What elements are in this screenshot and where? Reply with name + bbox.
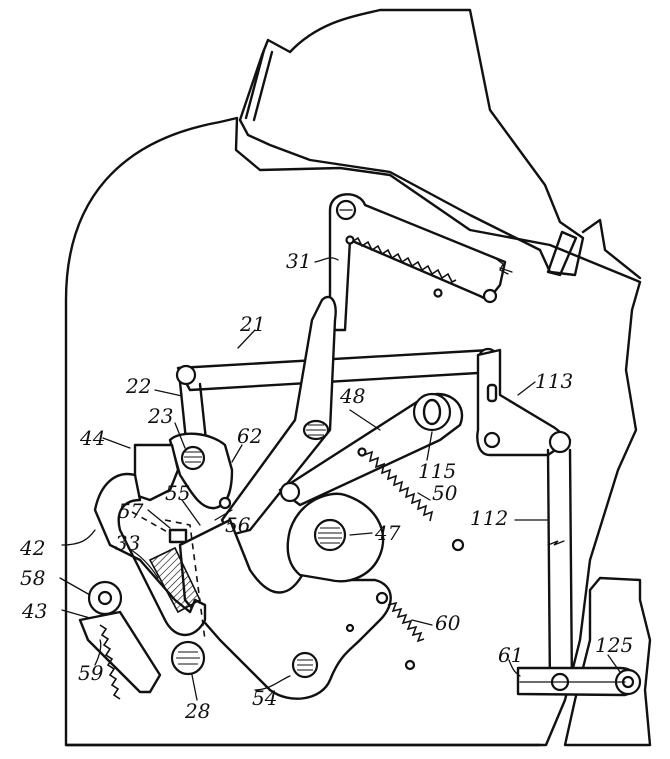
long-lever — [220, 295, 337, 537]
spring-anchor-31b — [433, 288, 443, 298]
lever-22 — [178, 380, 208, 442]
label-58: 58 — [20, 566, 45, 590]
spring-60 — [387, 601, 425, 643]
link-112 — [546, 448, 574, 692]
bracket-125 — [563, 576, 652, 747]
reference-labels: 21 31 22 23 62 44 55 57 56 42 33 58 43 5… — [19, 249, 633, 723]
dashed-outline-55 — [164, 519, 206, 641]
frame-plate — [64, 116, 642, 747]
label-54: 54 — [252, 686, 277, 710]
label-44: 44 — [79, 426, 105, 450]
label-31: 31 — [286, 249, 311, 273]
upper-housing-slot — [244, 48, 274, 122]
label-21: 21 — [239, 312, 265, 336]
leader-lines — [59, 257, 621, 701]
label-22: 22 — [125, 374, 151, 398]
label-42: 42 — [19, 536, 45, 560]
label-47: 47 — [374, 521, 401, 545]
label-112: 112 — [470, 506, 508, 530]
hub-23 — [180, 445, 206, 471]
label-61: 61 — [498, 643, 523, 667]
label-23: 23 — [147, 404, 173, 428]
link-21 — [176, 348, 497, 392]
label-28: 28 — [184, 699, 210, 723]
label-48: 48 — [339, 384, 365, 408]
hook-lever-42 — [93, 472, 207, 637]
pivot-112 — [548, 430, 572, 454]
label-60: 60 — [435, 611, 461, 635]
spring-anchor-31 — [345, 235, 355, 245]
label-125: 125 — [595, 633, 633, 657]
lever-59 — [78, 610, 162, 694]
spring-50 — [363, 450, 434, 522]
label-50: 50 — [432, 481, 458, 505]
label-62: 62 — [237, 424, 262, 448]
label-57: 57 — [118, 499, 144, 523]
upper-housing — [238, 8, 585, 277]
spring-31 — [351, 236, 457, 284]
hub-47 — [313, 518, 347, 552]
label-55: 55 — [165, 481, 190, 505]
hub-62 — [218, 496, 232, 510]
label-113: 113 — [535, 369, 573, 393]
hub-115 — [412, 392, 452, 432]
lever-54 — [178, 518, 392, 700]
label-56: 56 — [225, 513, 251, 537]
label-33: 33 — [115, 531, 140, 555]
link-113 — [476, 348, 572, 457]
label-115: 115 — [418, 459, 456, 483]
upper-housing-end — [546, 218, 642, 280]
block-55 — [168, 528, 188, 544]
label-43: 43 — [21, 599, 47, 623]
spring-43 — [99, 624, 121, 700]
pivot-21a — [175, 364, 197, 386]
label-59: 59 — [78, 661, 104, 685]
pivot-48 — [279, 481, 301, 503]
